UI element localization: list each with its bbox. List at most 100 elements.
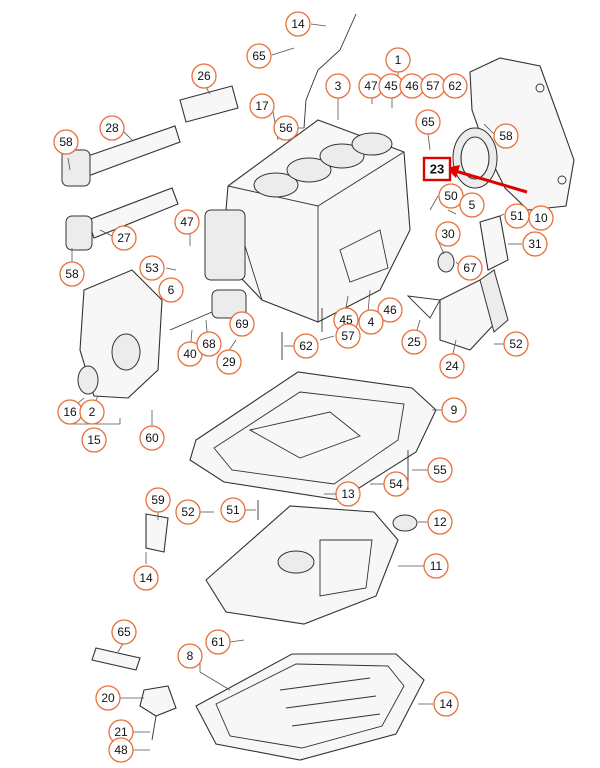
- svg-text:61: 61: [211, 635, 225, 649]
- svg-text:13: 13: [341, 487, 355, 501]
- oil-level-sensor-bracket: [145, 513, 169, 553]
- callout-54[interactable]: 54: [383, 471, 409, 497]
- oil-pump-drive-gear: [169, 289, 247, 331]
- callout-20[interactable]: 20: [95, 685, 121, 711]
- callout-55[interactable]: 55: [427, 457, 453, 483]
- callout-14-mid[interactable]: 14: [133, 565, 159, 591]
- callout-11[interactable]: 11: [423, 553, 449, 579]
- svg-text:46: 46: [383, 303, 397, 317]
- svg-text:57: 57: [341, 329, 355, 343]
- callout-58-right[interactable]: 58: [493, 123, 519, 149]
- oil-strainer: [392, 514, 418, 532]
- callout-46-mid[interactable]: 46: [377, 297, 403, 323]
- svg-text:17: 17: [255, 99, 269, 113]
- svg-text:21: 21: [114, 725, 128, 739]
- callout-65-top[interactable]: 65: [246, 43, 272, 69]
- callout-1[interactable]: 1: [385, 47, 411, 73]
- callout-13[interactable]: 13: [335, 481, 361, 507]
- callout-27[interactable]: 27: [111, 225, 137, 251]
- callout-57-mid[interactable]: 57: [335, 323, 361, 349]
- callout-4[interactable]: 4: [358, 309, 384, 335]
- callout-29[interactable]: 29: [216, 349, 242, 375]
- callout-52-left[interactable]: 52: [175, 499, 201, 525]
- callout-61[interactable]: 61: [205, 629, 231, 655]
- svg-text:5: 5: [469, 198, 476, 212]
- callout-53[interactable]: 53: [139, 255, 165, 281]
- svg-text:14: 14: [439, 697, 453, 711]
- svg-text:40: 40: [183, 347, 197, 361]
- callout-10[interactable]: 10: [528, 205, 554, 231]
- balance-shaft-lower: [65, 187, 179, 251]
- svg-text:2: 2: [89, 405, 96, 419]
- svg-text:56: 56: [279, 121, 293, 135]
- callout-51-mid[interactable]: 51: [220, 497, 246, 523]
- svg-text:4: 4: [368, 315, 375, 329]
- timing-front-cover: [77, 269, 163, 399]
- svg-text:67: 67: [463, 261, 477, 275]
- svg-text:58: 58: [59, 135, 73, 149]
- callout-16[interactable]: 16: [57, 399, 83, 425]
- callout-8[interactable]: 8: [177, 643, 203, 669]
- svg-text:20: 20: [101, 691, 115, 705]
- callout-47-left[interactable]: 47: [174, 209, 200, 235]
- svg-text:14: 14: [291, 17, 305, 31]
- callout-65-mid[interactable]: 65: [415, 109, 441, 135]
- callout-14-top[interactable]: 14: [285, 11, 311, 37]
- svg-text:57: 57: [426, 79, 440, 93]
- callout-62-mid[interactable]: 62: [293, 333, 319, 359]
- svg-text:52: 52: [181, 505, 195, 519]
- callout-17[interactable]: 17: [249, 93, 275, 119]
- callout-3[interactable]: 3: [325, 73, 351, 99]
- callout-9[interactable]: 9: [441, 397, 467, 423]
- callout-5[interactable]: 5: [459, 192, 485, 218]
- callout-59[interactable]: 59: [145, 487, 171, 513]
- svg-text:59: 59: [151, 493, 165, 507]
- oil-baffle-plate: [205, 505, 399, 625]
- svg-text:52: 52: [509, 337, 523, 351]
- callout-12[interactable]: 12: [427, 509, 453, 535]
- callout-68[interactable]: 68: [196, 331, 222, 357]
- callout-50[interactable]: 50: [438, 183, 464, 209]
- callout-21[interactable]: 21: [108, 719, 134, 745]
- svg-text:51: 51: [510, 209, 524, 223]
- callout-14-bottom[interactable]: 14: [433, 691, 459, 717]
- svg-text:47: 47: [180, 215, 194, 229]
- callout-6[interactable]: 6: [158, 277, 184, 303]
- svg-text:24: 24: [445, 359, 459, 373]
- svg-text:69: 69: [235, 317, 249, 331]
- callout-26[interactable]: 26: [191, 63, 217, 89]
- callout-2[interactable]: 2: [79, 399, 105, 425]
- callout-58-left-top[interactable]: 58: [53, 129, 79, 155]
- callout-30[interactable]: 30: [435, 221, 461, 247]
- svg-text:3: 3: [335, 79, 342, 93]
- svg-text:51: 51: [226, 503, 240, 517]
- callout-40[interactable]: 40: [177, 341, 203, 367]
- callout-28[interactable]: 28: [99, 115, 125, 141]
- svg-text:29: 29: [222, 355, 236, 369]
- callout-15[interactable]: 15: [81, 427, 107, 453]
- svg-text:1: 1: [395, 53, 402, 67]
- svg-text:10: 10: [534, 211, 548, 225]
- callout-25[interactable]: 25: [401, 329, 427, 355]
- svg-text:6: 6: [168, 283, 175, 297]
- callout-23-highlighted[interactable]: 23: [422, 156, 452, 182]
- coolant-pump: [406, 269, 509, 351]
- callout-56[interactable]: 56: [273, 115, 299, 141]
- svg-text:58: 58: [499, 129, 513, 143]
- callout-67[interactable]: 67: [457, 255, 483, 281]
- breather-tube: [179, 85, 239, 123]
- callout-65-bottom[interactable]: 65: [111, 619, 137, 645]
- callout-48[interactable]: 48: [108, 737, 134, 763]
- callout-51-right[interactable]: 51: [504, 203, 530, 229]
- callout-24[interactable]: 24: [439, 353, 465, 379]
- lower-oil-pan: [195, 653, 425, 761]
- callout-62-top[interactable]: 62: [442, 73, 468, 99]
- callout-60[interactable]: 60: [139, 425, 165, 451]
- callout-52-right[interactable]: 52: [503, 331, 529, 357]
- callout-57-top[interactable]: 57: [420, 73, 446, 99]
- callout-58-left-mid[interactable]: 58: [59, 261, 85, 287]
- svg-text:27: 27: [117, 231, 131, 245]
- svg-text:65: 65: [252, 49, 266, 63]
- callout-31[interactable]: 31: [522, 231, 548, 257]
- callout-69[interactable]: 69: [229, 311, 255, 337]
